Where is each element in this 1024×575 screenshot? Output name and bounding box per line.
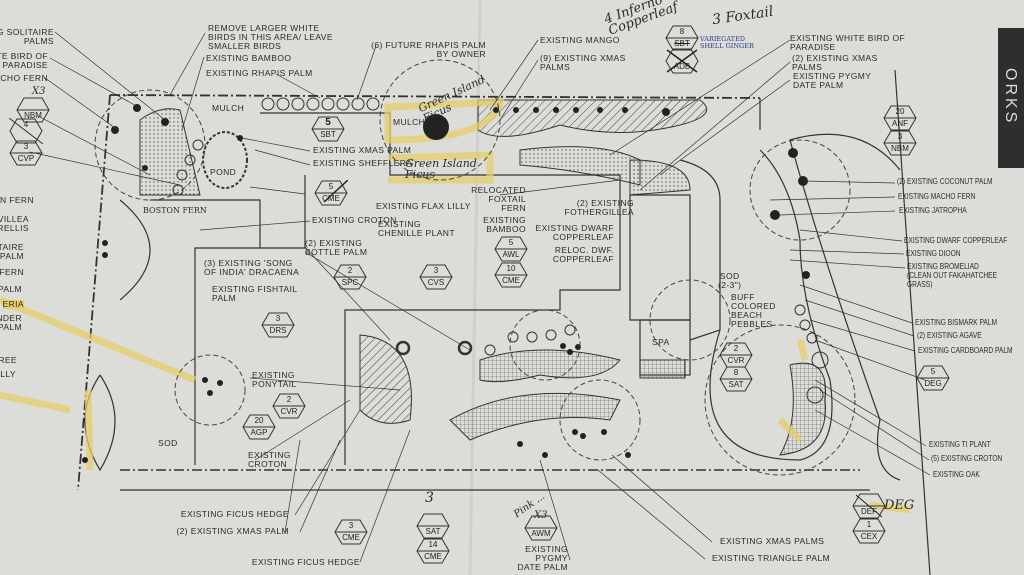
label-existing-croton-2: EXISTING CROTON — [248, 450, 291, 469]
label-dioon: EXISTING DIOON — [906, 248, 961, 258]
label-5-croton: (5) EXISTING CROTON — [931, 453, 1003, 463]
label-macho-fern: ACHO FERN — [0, 73, 48, 83]
plant-tag-adb-crossed: ADB — [665, 48, 699, 74]
plant-tag-nbm: NBM — [16, 97, 50, 123]
label-fern: FERN — [0, 267, 24, 277]
label-solitaire-palm: ITAIRE PALM — [0, 242, 24, 261]
label-reloc-dwarf-copperleaf: RELOC. DWF. COPPERLEAF — [552, 245, 614, 264]
label-bougainvillea-trellis: VILLEA RELLIS — [0, 214, 29, 233]
label-spa: SPA — [652, 337, 670, 347]
edge-strip-text: ORKS — [1002, 68, 1019, 126]
label-boston-fern: N FERN — [0, 195, 34, 205]
label-bismark-palm: EXISTING BISMARK PALM — [915, 317, 998, 327]
label-sod-2: SOD (2-3") — [718, 271, 742, 290]
label-existing-pygmy-date-palm: EXISTING PYGMY DATE PALM — [793, 71, 872, 90]
label-agave: (2) EXISTING AGAVE — [917, 330, 982, 340]
label-tree: REE — [0, 355, 17, 365]
label-existing-white-bird: EXISTING WHITE BIRD OF PARADISE — [790, 33, 906, 52]
label-eria: ERIA — [2, 299, 24, 309]
label-relocated-foxtail-fern: RELOCATED FOXTAIL FERN — [471, 185, 526, 213]
label-existing-bamboo: EXISTING BAMBOO — [206, 53, 292, 63]
label-fothergillea: (2) EXISTING FOTHERGILLEA — [564, 198, 634, 217]
label-existing-chenille-plant: EXISTING CHENILLE PLANT — [378, 219, 455, 238]
plant-tag-awm: AWM — [524, 515, 558, 541]
note-green-island-ficus-2: Green Island Ficus — [405, 157, 477, 181]
label-existing-fishtail-palm: EXISTING FISHTAIL PALM — [212, 284, 298, 303]
label-remove-birds: REMOVE LARGER WHITE BIRDS IN THIS AREA/ … — [208, 23, 333, 51]
label-2-existing-xmas-palms: (2) EXISTING XMAS PALMS — [792, 53, 878, 72]
label-existing-dwarf-copperleaf: EXISTING DWARF COPPERLEAF — [535, 223, 614, 242]
plant-tag-sat: SAT — [416, 513, 450, 539]
label-macho-fern-right: EXISTING MACHO FERN — [898, 191, 976, 201]
note-boston-fern: BOSTON FERN — [143, 206, 207, 215]
label-pond: POND — [210, 167, 237, 177]
label-ficus-hedge-2: EXISTING FICUS HEDGE — [251, 557, 360, 567]
label-existing-rhapis-palm: EXISTING RHAPIS PALM — [206, 68, 313, 78]
label-palm: PALM — [0, 284, 22, 294]
label-existing-flax-lilly: EXISTING FLAX LILLY — [376, 201, 471, 211]
label-existing-shefflera: EXISTING SHEFFLERA — [313, 158, 413, 168]
label-solitaire-palms: NG SOLITAIRE PALMS — [0, 27, 54, 46]
label-bromeliad: EXISTING BROMELIAD (CLEAN OUT FAKAHATCHE… — [907, 261, 998, 289]
label-triangle-palm: EXISTING TRIANGLE PALM — [712, 553, 831, 563]
label-existing-xmas-palm: EXISTING XMAS PALM — [313, 145, 412, 155]
label-ti-plant: EXISTING TI PLANT — [929, 439, 991, 449]
label-dwarf-copperleaf-right: EXISTING DWARF COPPERLEAF — [904, 235, 1008, 245]
label-mulch: MULCH — [212, 103, 245, 113]
label-existing-mango: EXISTING MANGO — [540, 35, 620, 45]
note-x3-bottom: X3 — [534, 510, 548, 521]
label-existing-croton: EXISTING CROTON — [312, 215, 397, 225]
label-existing-xmas-palms-bottom: EXISTING XMAS PALMS — [720, 536, 825, 546]
label-song-of-india-dracaena: (3) EXISTING 'SONG OF INDIA' DRACAENA — [204, 258, 300, 277]
label-pygmy-date-palm-bottom: EXISTING PYGMY DATE PALM — [517, 544, 568, 572]
label-bottle-palm: (2) EXISTING BOTTLE PALM — [305, 238, 368, 257]
note-variegated-shell-ginger: VARIEGATED SHELL GINGER — [700, 35, 754, 50]
label-sod: SOD — [158, 438, 178, 448]
label-cardboard-palm: EXISTING CARDBOARD PALM — [918, 345, 1013, 355]
plant-tag-crossed: 4 — [9, 118, 43, 144]
label-white-bird-of-paradise: TE BIRD OF PARADISE — [0, 51, 48, 70]
label-existing-ponytail: EXISTING PONYTAIL — [252, 370, 297, 389]
label-mulch-2: MULCH — [393, 117, 426, 127]
note-deg: DEG — [884, 498, 915, 513]
plant-tag-def-crossed: DEF — [852, 493, 886, 519]
label-lily: LLY — [0, 369, 16, 379]
label-9-existing-xmas-palms: (9) EXISTING XMAS PALMS — [540, 53, 626, 72]
label-oak: EXISTING OAK — [933, 469, 980, 479]
note-3: 3 — [425, 490, 434, 506]
note-x3-left: X3 — [32, 86, 46, 97]
label-slender-palm: NDER PALM — [0, 313, 22, 332]
label-existing-bamboo-2: EXISTING BAMBOO — [483, 215, 526, 234]
label-2-xmas-palm: (2) EXISTING XMAS PALM — [176, 526, 289, 536]
label-future-rhapis-palm: (6) FUTURE RHAPIS PALM BY OWNER — [371, 40, 486, 59]
edge-strip: ORKS — [998, 28, 1024, 168]
label-jatropha: EXISTING JATROPHA — [899, 205, 967, 215]
label-buff-beach-pebbles: BUFF COLORED BEACH PEBBLES — [731, 292, 776, 329]
label-ficus-hedge-1: EXISTING FICUS HEDGE — [180, 509, 289, 519]
label-coconut-palm: (2) EXISTING COCONUT PALM — [897, 176, 993, 186]
